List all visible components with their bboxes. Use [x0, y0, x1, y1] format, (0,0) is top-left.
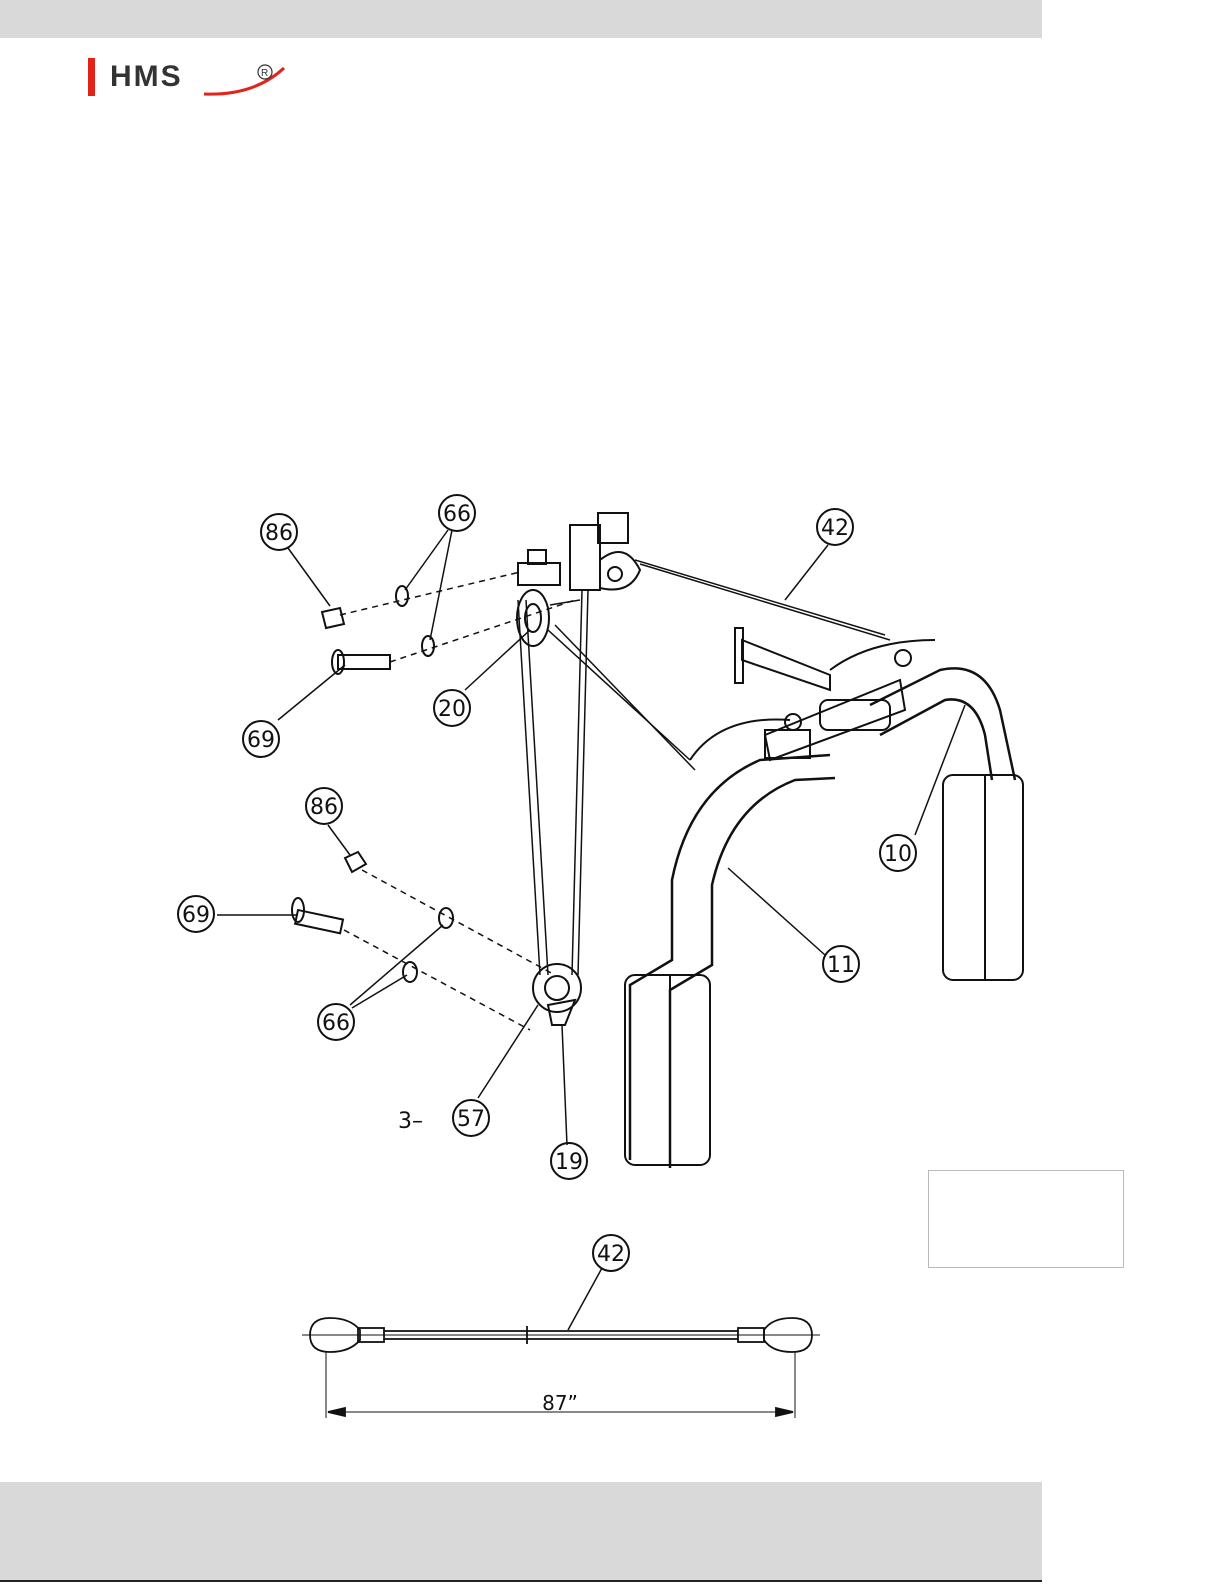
callout-69-top: 69 — [247, 728, 275, 753]
callout-10: 10 — [884, 842, 912, 867]
callout-20: 20 — [438, 697, 466, 722]
callout-66-top: 66 — [443, 502, 471, 527]
callout-11: 11 — [827, 953, 855, 978]
nut-86-top — [322, 608, 344, 628]
callout-86-top: 86 — [265, 521, 293, 546]
callout-57: 57 — [457, 1107, 485, 1132]
nut-86-bottom — [345, 852, 366, 872]
cable-length-label: 87” — [542, 1391, 578, 1415]
callout-42-top: 42 — [821, 516, 849, 541]
blank-note-box — [928, 1170, 1124, 1268]
quantity-prefix-57: 3– — [398, 1109, 423, 1134]
callout-42-cable: 42 — [597, 1242, 625, 1267]
footer-bar — [0, 1482, 1042, 1582]
callout-69-bottom: 69 — [182, 903, 210, 928]
callout-86-bottom: 86 — [310, 795, 338, 820]
callout-66-bottom: 66 — [322, 1011, 350, 1036]
callout-19: 19 — [555, 1150, 583, 1175]
frame-part-11 — [630, 755, 830, 1160]
